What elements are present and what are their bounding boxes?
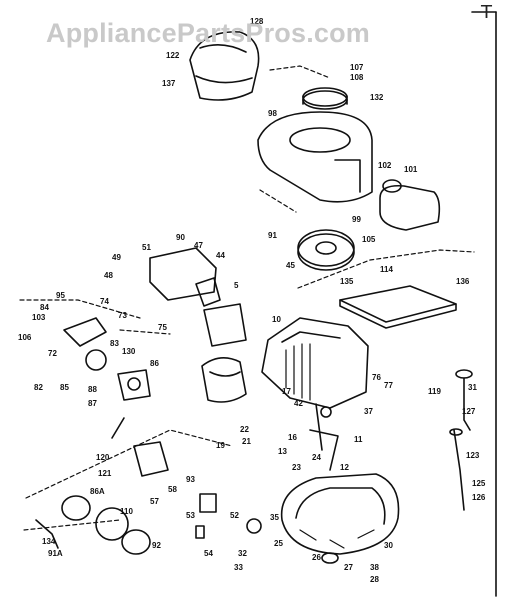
part-label-54: 54: [204, 549, 213, 558]
part-label-22: 22: [240, 425, 249, 434]
part-label-35: 35: [270, 513, 279, 522]
part-label-102: 102: [378, 161, 392, 170]
part-label-87: 87: [88, 399, 97, 408]
part-label-130: 130: [122, 347, 136, 356]
part-label-93: 93: [186, 475, 195, 484]
part-label-122: 122: [166, 51, 180, 60]
part-label-42: 42: [294, 399, 303, 408]
part-label-12: 12: [340, 463, 349, 472]
part-label-19: 19: [216, 441, 225, 450]
part-label-105: 105: [362, 235, 376, 244]
part-label-106: 106: [18, 333, 32, 342]
part-label-132: 132: [370, 93, 384, 102]
part-label-13: 13: [278, 447, 287, 456]
part-label-57: 57: [150, 497, 159, 506]
part-label-24: 24: [312, 453, 321, 462]
part-label-53: 53: [186, 511, 195, 520]
part-label-5: 5: [234, 281, 239, 290]
part-label-23: 23: [292, 463, 301, 472]
part-label-123: 123: [466, 451, 480, 460]
part-label-49: 49: [112, 253, 121, 262]
part-label-107: 107: [350, 63, 364, 72]
part-label-103: 103: [32, 313, 46, 322]
part-label-127: 127: [462, 407, 476, 416]
part-label-74: 74: [100, 297, 109, 306]
part-label-91A: 91A: [48, 549, 63, 558]
part-label-85: 85: [60, 383, 69, 392]
part-label-32: 32: [238, 549, 247, 558]
part-label-75: 75: [158, 323, 167, 332]
part-label-11: 11: [354, 435, 363, 444]
part-label-95: 95: [56, 291, 65, 300]
part-label-17: 17: [282, 387, 291, 396]
part-label-30: 30: [384, 541, 393, 550]
part-label-88: 88: [88, 385, 97, 394]
part-label-110: 110: [120, 507, 133, 516]
part-label-98: 98: [268, 109, 277, 118]
part-label-120: 120: [96, 453, 110, 462]
part-label-137: 137: [162, 79, 176, 88]
part-label-45: 45: [286, 261, 295, 270]
part-label-136: 136: [456, 277, 470, 286]
part-label-27: 27: [344, 563, 353, 572]
part-label-101: 101: [404, 165, 418, 174]
part-label-128: 128: [250, 17, 264, 26]
part-label-86A: 86A: [90, 487, 105, 496]
part-label-84: 84: [40, 303, 49, 312]
part-label-10: 10: [272, 315, 281, 324]
part-label-51: 51: [142, 243, 151, 252]
part-label-86: 86: [150, 359, 159, 368]
corner-mark: T: [481, 2, 492, 23]
part-label-76: 76: [372, 373, 381, 382]
part-label-31: 31: [468, 383, 477, 392]
part-label-108: 108: [350, 73, 364, 82]
part-label-99: 99: [352, 215, 361, 224]
part-label-47: 47: [194, 241, 203, 250]
part-label-16: 16: [288, 433, 297, 442]
part-label-77: 77: [384, 381, 393, 390]
part-label-125: 125: [472, 479, 486, 488]
part-label-92: 92: [152, 541, 161, 550]
watermark-text: AppliancePartsPros.com: [46, 18, 371, 48]
part-label-72: 72: [48, 349, 57, 358]
part-label-83: 83: [110, 339, 119, 348]
part-label-135: 135: [340, 277, 354, 286]
part-label-25: 25: [274, 539, 283, 548]
part-label-73: 73: [118, 311, 127, 320]
part-label-44: 44: [216, 251, 225, 260]
part-label-52: 52: [230, 511, 239, 520]
part-label-28: 28: [370, 575, 379, 584]
part-label-90: 90: [176, 233, 185, 242]
part-label-114: 114: [380, 265, 393, 274]
part-label-126: 126: [472, 493, 486, 502]
part-label-48: 48: [104, 271, 113, 280]
part-label-26: 26: [312, 553, 321, 562]
part-label-134: 134: [42, 537, 56, 546]
part-label-121: 121: [98, 469, 112, 478]
part-label-119: 119: [428, 387, 441, 396]
part-label-37: 37: [364, 407, 373, 416]
part-label-82: 82: [34, 383, 43, 392]
part-label-38: 38: [370, 563, 379, 572]
part-label-21: 21: [242, 437, 251, 446]
part-label-33: 33: [234, 563, 243, 572]
part-label-91: 91: [268, 231, 277, 240]
part-label-58: 58: [168, 485, 177, 494]
